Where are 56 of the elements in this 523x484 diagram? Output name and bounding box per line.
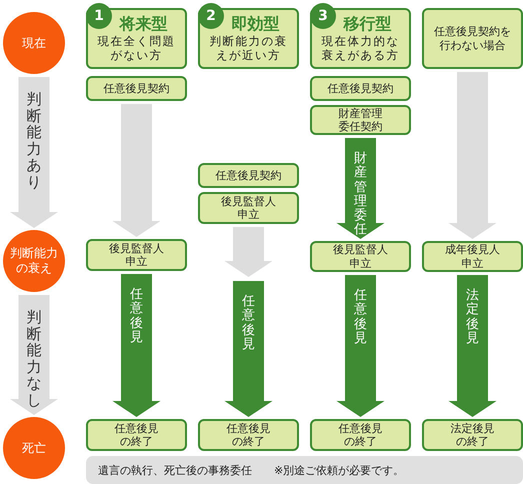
edge-label: 任意後見 bbox=[130, 288, 143, 346]
step-label: 任意後見の終了 bbox=[226, 422, 272, 448]
step-label: 法定後見の終了 bbox=[450, 422, 496, 448]
edge-label: 任意後見 bbox=[242, 295, 255, 352]
step-label: 後見監督人申立 bbox=[332, 243, 389, 270]
block-arrow bbox=[10, 295, 58, 415]
type-heading: 即効型 bbox=[232, 14, 280, 34]
step-box bbox=[198, 192, 299, 224]
edge-label: 任意後見 bbox=[354, 289, 367, 346]
block-arrow bbox=[224, 227, 272, 417]
step-box bbox=[310, 241, 411, 272]
type-description: 現在全く問題がない方 bbox=[98, 35, 176, 63]
edge-label: 財産管理委任 bbox=[354, 152, 367, 238]
step-box bbox=[422, 241, 523, 272]
step-box bbox=[310, 76, 411, 101]
block-arrow bbox=[10, 77, 58, 228]
note-text: ※別途ご依頼が必要です。 bbox=[274, 462, 404, 478]
step-label: 任意後見契約 bbox=[328, 82, 394, 96]
step-label: 後見監督人申立 bbox=[108, 242, 165, 268]
number-badge: 1 bbox=[86, 3, 112, 29]
edge-label: 判断能力なし bbox=[26, 309, 42, 408]
step-box bbox=[422, 419, 523, 451]
step-label: 任意後見契約 bbox=[104, 82, 170, 96]
step-box bbox=[198, 163, 299, 188]
stage-label: 判断能力の衰え bbox=[9, 246, 59, 276]
step-label: 後見監督人申立 bbox=[220, 194, 277, 222]
type-heading: 将来型 bbox=[120, 14, 168, 34]
type-description: 判断能力の衰えが近い方 bbox=[208, 35, 288, 63]
step-label: 財産管理委任契約 bbox=[338, 106, 384, 134]
block-arrow bbox=[448, 275, 496, 417]
number-badge: 3 bbox=[310, 3, 336, 29]
step-box bbox=[310, 419, 411, 451]
block-arrow bbox=[336, 275, 384, 417]
edge-label: 法定後見 bbox=[466, 289, 479, 346]
stage-label: 現在 bbox=[22, 36, 46, 50]
type-heading: 移行型 bbox=[344, 14, 392, 34]
step-box bbox=[86, 419, 187, 451]
block-arrow bbox=[448, 72, 496, 239]
service-text: 遺言の執行、死亡後の事務委任 bbox=[98, 462, 252, 478]
block-arrow bbox=[112, 274, 160, 417]
step-label: 任意後見の終了 bbox=[338, 422, 384, 448]
block-arrow bbox=[336, 138, 384, 239]
stage-label: 死亡 bbox=[22, 440, 46, 456]
type-description: 現在体力的な衰えがある方 bbox=[320, 35, 400, 63]
step-box bbox=[422, 8, 523, 69]
step-label: 任意後見の終了 bbox=[114, 422, 160, 448]
number-badge: 2 bbox=[198, 3, 224, 29]
step-box bbox=[198, 419, 299, 451]
step-label: 任意後見契約 bbox=[216, 168, 282, 182]
step-label: 任意後見契約を行わない場合 bbox=[433, 25, 512, 52]
step-box bbox=[310, 105, 411, 135]
step-label: 成年後見人申立 bbox=[444, 243, 501, 270]
step-box bbox=[86, 76, 187, 101]
edge-label: 判断能力あり bbox=[26, 91, 42, 190]
step-box bbox=[86, 239, 187, 271]
note-band bbox=[86, 456, 523, 484]
